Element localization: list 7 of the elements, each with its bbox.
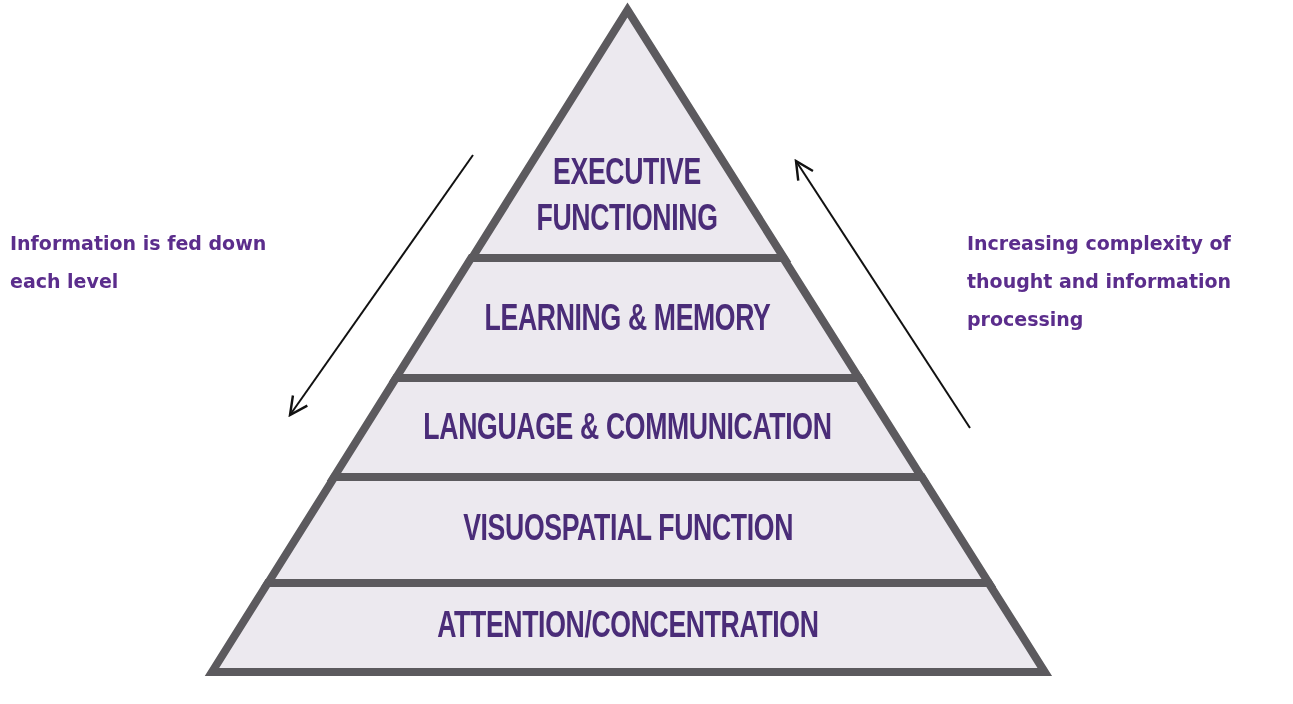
side-note: Information is fed down each level <box>10 231 268 294</box>
level-label: ATTENTION/CONCENTRATION <box>437 603 819 647</box>
level-label: EXECUTIVE FUNCTIONING <box>535 150 719 240</box>
level-label: LEARNING & MEMORY <box>484 296 771 340</box>
side-note: Increasing complexity of thought and information processing <box>967 231 1233 332</box>
level-label: LANGUAGE & COMMUNICATION <box>423 405 833 449</box>
level-label: VISUOSPATIAL FUNCTION <box>463 506 794 550</box>
